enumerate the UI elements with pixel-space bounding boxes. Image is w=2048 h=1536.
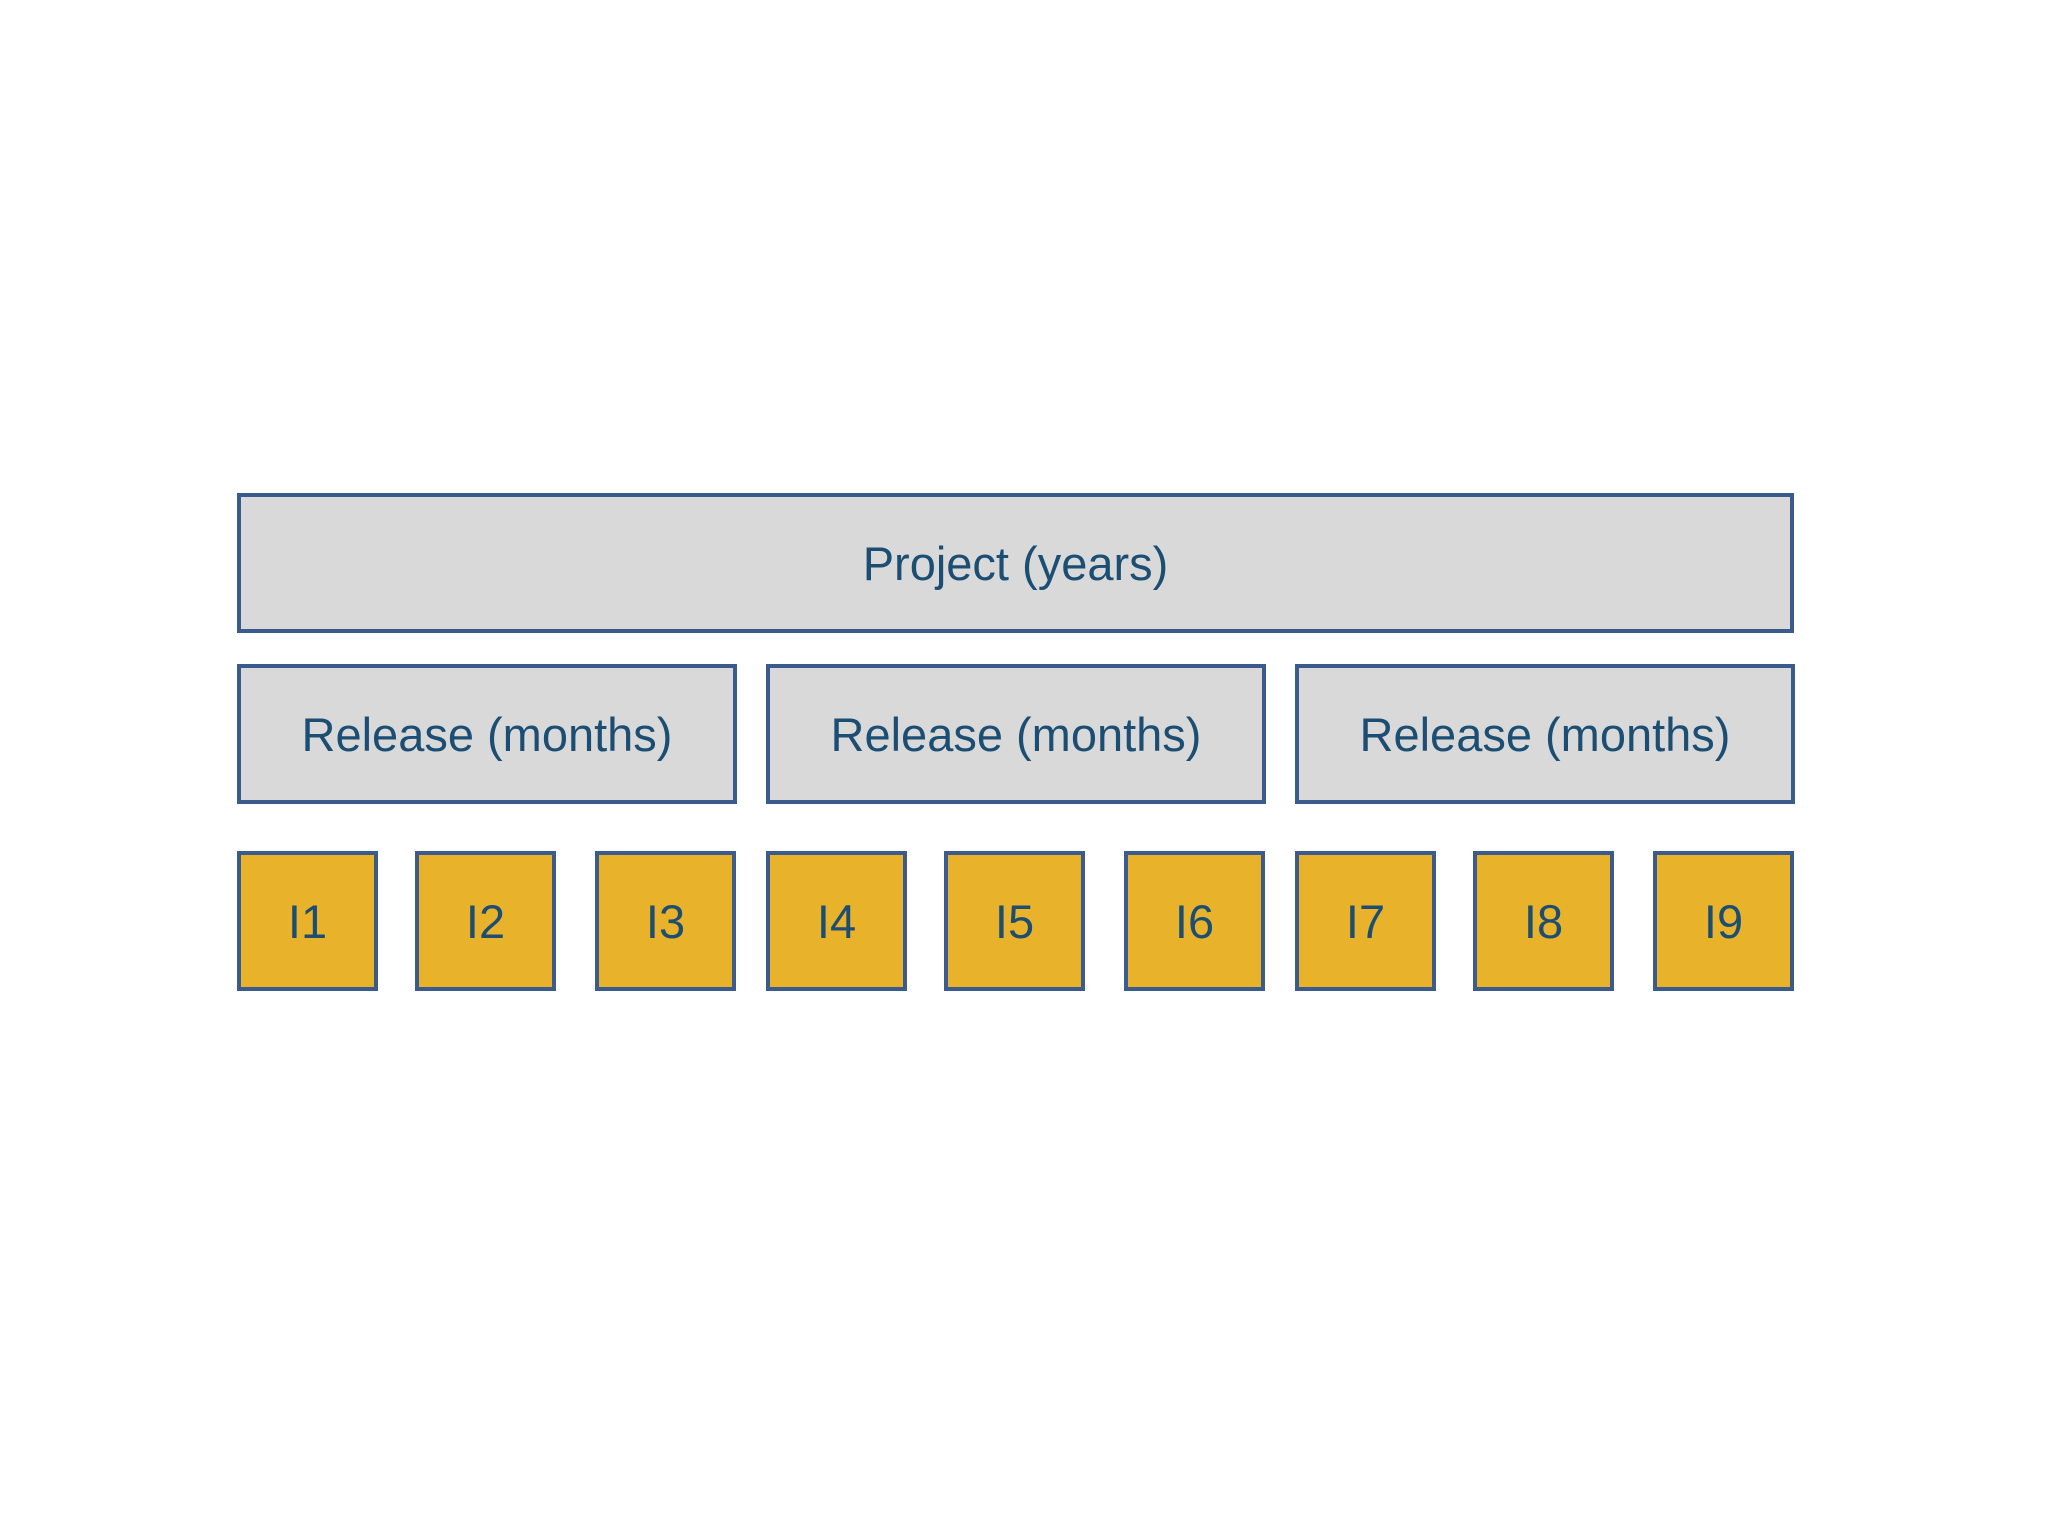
iteration-box-5: I5: [944, 851, 1085, 991]
iteration-label-3: I3: [645, 894, 686, 948]
release-label-3: Release (months): [1359, 707, 1731, 761]
iteration-box-2: I2: [415, 851, 556, 991]
iteration-box-6: I6: [1124, 851, 1265, 991]
release-box-2: Release (months): [766, 664, 1266, 804]
iteration-box-1: I1: [237, 851, 378, 991]
iteration-label-9: I9: [1703, 894, 1744, 948]
iteration-label-6: I6: [1174, 894, 1215, 948]
iteration-box-8: I8: [1473, 851, 1614, 991]
iteration-box-9: I9: [1653, 851, 1794, 991]
release-label-2: Release (months): [830, 707, 1202, 761]
iteration-label-4: I4: [816, 894, 857, 948]
project-box: Project (years): [237, 493, 1794, 633]
iteration-label-8: I8: [1523, 894, 1564, 948]
iteration-label-2: I2: [465, 894, 506, 948]
iteration-label-5: I5: [994, 894, 1035, 948]
project-label: Project (years): [862, 536, 1169, 590]
release-box-1: Release (months): [237, 664, 737, 804]
iteration-box-4: I4: [766, 851, 907, 991]
iteration-label-1: I1: [287, 894, 328, 948]
release-label-1: Release (months): [301, 707, 673, 761]
iteration-label-7: I7: [1345, 894, 1386, 948]
iteration-box-7: I7: [1295, 851, 1436, 991]
release-box-3: Release (months): [1295, 664, 1795, 804]
iteration-box-3: I3: [595, 851, 736, 991]
